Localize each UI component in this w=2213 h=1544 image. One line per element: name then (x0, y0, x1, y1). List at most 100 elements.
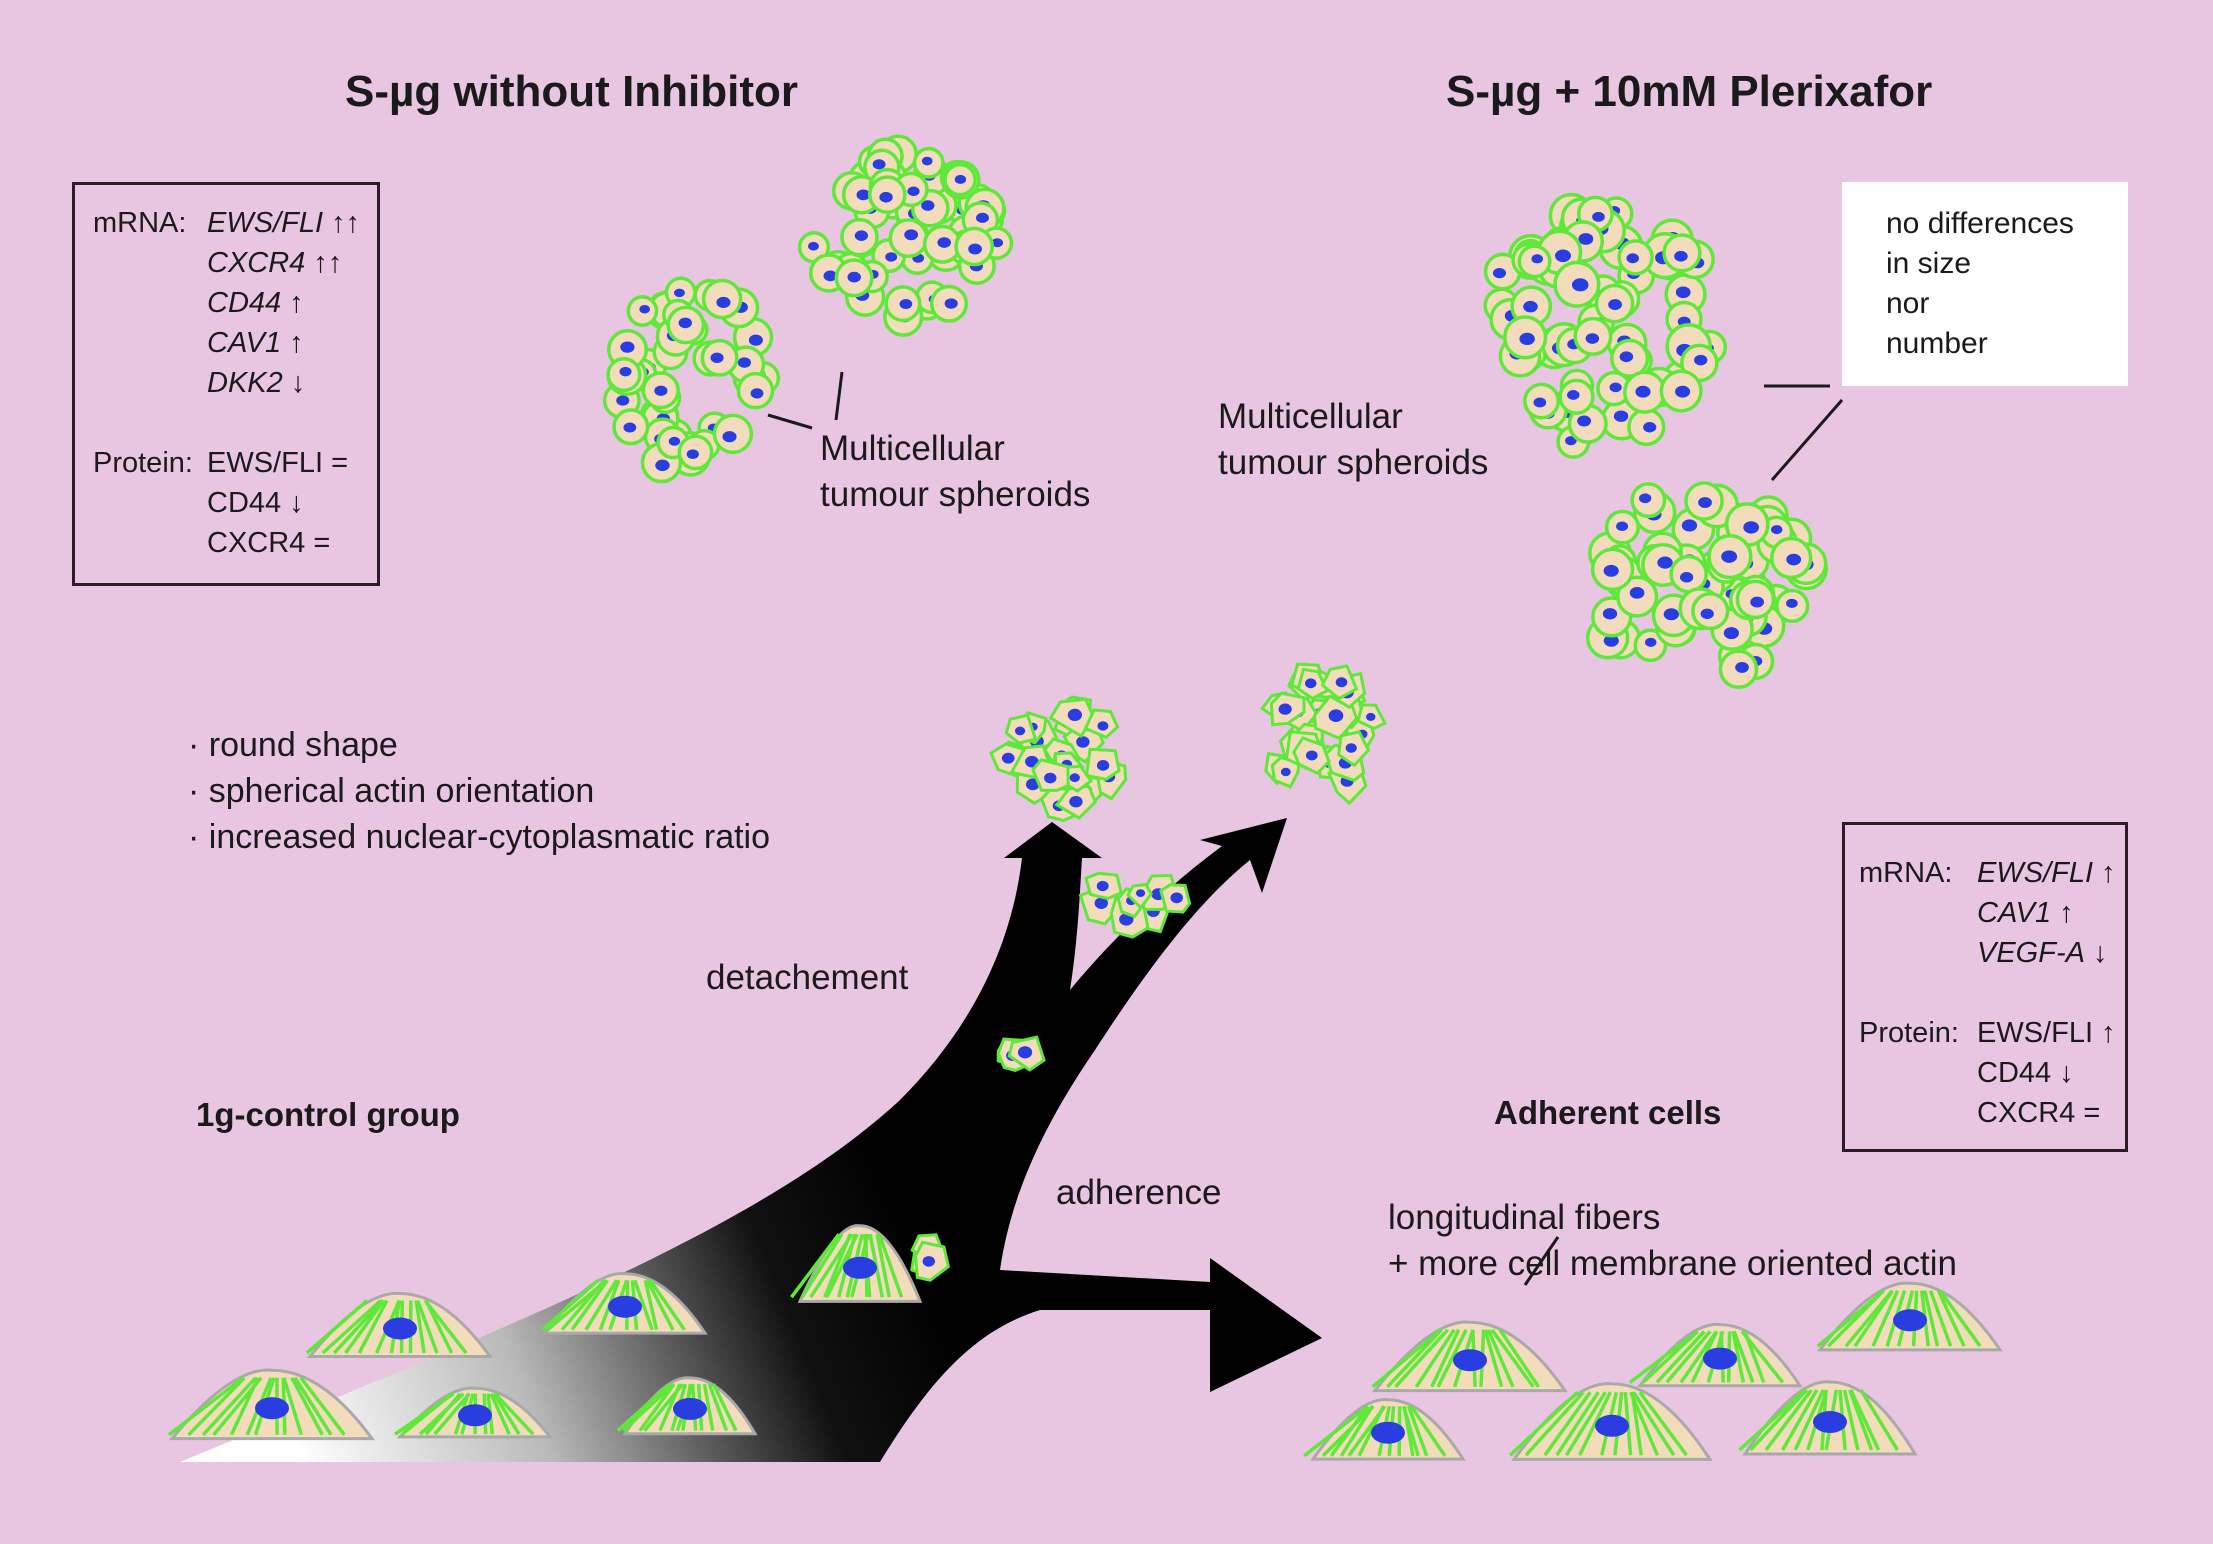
nucleus (1519, 332, 1535, 346)
nucleus (1001, 752, 1015, 764)
gene-label: CXCR4 (1977, 1097, 2076, 1129)
detaching-cell-cluster (989, 695, 1128, 823)
actin-fiber (1853, 1289, 1895, 1348)
nucleus (1608, 299, 1622, 311)
actin-fiber (489, 1392, 511, 1435)
gene-label: DKK2 (207, 367, 283, 399)
actin-fiber (424, 1392, 462, 1436)
spheroid-label-left: Multicellular tumour spheroids (820, 429, 1091, 514)
nucleus (1533, 397, 1547, 408)
nucleus (1703, 1347, 1737, 1370)
title-right: S-µg + 10mM Plerixafor (1446, 67, 1933, 116)
actin-fiber (570, 1279, 609, 1331)
note-line: no differences (1886, 207, 2074, 240)
nucleus (944, 298, 958, 309)
actin-fiber (229, 1377, 260, 1436)
gene-label: CAV1 (1977, 897, 2052, 929)
nucleus (975, 212, 989, 223)
tumour-spheroid (1483, 192, 1728, 459)
adherent-cell (1371, 1320, 1568, 1393)
change-label: ↑ (2059, 897, 2074, 929)
actin-fiber (1923, 1290, 1940, 1347)
nucleus (674, 288, 685, 298)
nucleus (1643, 422, 1657, 433)
actin-fiber (584, 1279, 619, 1331)
nucleus (1644, 637, 1657, 647)
nucleus (710, 352, 724, 363)
connector-line (1523, 1236, 1560, 1286)
gene-label: CXCR4 (207, 247, 306, 279)
nucleus (1069, 773, 1080, 783)
actin-fiber (1793, 1389, 1825, 1451)
tumour-spheroid (1585, 481, 1828, 690)
feature-item: · round shape (188, 726, 398, 764)
actin-fiber (1486, 1329, 1515, 1388)
control-cell (167, 1368, 375, 1441)
nucleus (1629, 587, 1645, 599)
nucleus (1657, 556, 1673, 569)
actin-fiber (433, 1392, 471, 1436)
nucleus (1698, 497, 1712, 508)
nucleus (1571, 278, 1589, 292)
nucleus (872, 159, 886, 170)
actin-fiber (415, 1299, 439, 1354)
change-label: ↓ (2093, 937, 2108, 969)
nucleus (1681, 519, 1698, 532)
change-label: ↓ (2059, 1057, 2074, 1089)
actin-fiber (1524, 1391, 1585, 1457)
nucleus (1639, 493, 1652, 504)
actin-fiber (1641, 1330, 1699, 1384)
gene-label: EWS/FLI (207, 207, 324, 239)
nucleus (937, 237, 951, 248)
mrna-label: mRNA: (1859, 857, 1953, 889)
nucleus (619, 366, 632, 377)
actin-fiber (1339, 1405, 1374, 1457)
mrna-label: mRNA: (93, 207, 187, 239)
nucleus (616, 395, 630, 406)
nucleus (1585, 333, 1600, 344)
actin-fiber (1781, 1389, 1819, 1451)
nucleus (1014, 726, 1026, 736)
nucleus (1555, 249, 1571, 263)
nucleus (1616, 521, 1629, 532)
nucleus (1626, 253, 1639, 264)
actin-fiber (423, 1299, 468, 1355)
nucleus (255, 1397, 289, 1420)
nucleus (1017, 1046, 1033, 1059)
nucleus (1067, 708, 1083, 722)
actin-fiber (290, 1376, 324, 1436)
nucleus (1893, 1309, 1927, 1332)
actin-fiber (492, 1392, 521, 1436)
adherent-cell (1816, 1281, 2003, 1352)
actin-fiber (305, 1299, 369, 1355)
actin-fiber (790, 1233, 841, 1299)
nucleus (686, 449, 699, 460)
detachement-label: detachement (706, 958, 909, 997)
actin-fiber (1938, 1289, 1982, 1348)
actin-fiber (493, 1392, 535, 1436)
adherent-cells-label: Adherent cells (1494, 1094, 1722, 1131)
nucleus (1366, 712, 1376, 721)
detaching-cell-cluster (996, 1035, 1046, 1072)
nucleus (750, 388, 764, 399)
nucleus (1170, 892, 1183, 904)
change-label: ↓ (290, 367, 306, 399)
actin-fiber (877, 1233, 904, 1298)
protein-label: Protein: (1859, 1017, 1959, 1049)
gene-label: EWS/FLI (1977, 857, 2094, 889)
nucleus (1674, 250, 1688, 262)
connector-line (1770, 399, 1844, 481)
actin-fiber (1414, 1328, 1456, 1388)
nucleus (1619, 351, 1634, 363)
tumour-spheroid (797, 134, 1014, 337)
adherent-cell (1508, 1382, 1713, 1461)
actin-fiber (1632, 1391, 1676, 1457)
actin-fiber (1655, 1330, 1706, 1384)
actin-fiber (707, 1383, 729, 1432)
nucleus (1602, 608, 1618, 620)
actin-fiber (293, 1376, 333, 1436)
change-label: = (2083, 1097, 2101, 1129)
actin-fiber (1508, 1390, 1579, 1457)
nucleus (1531, 254, 1544, 264)
nucleus (1723, 627, 1739, 640)
